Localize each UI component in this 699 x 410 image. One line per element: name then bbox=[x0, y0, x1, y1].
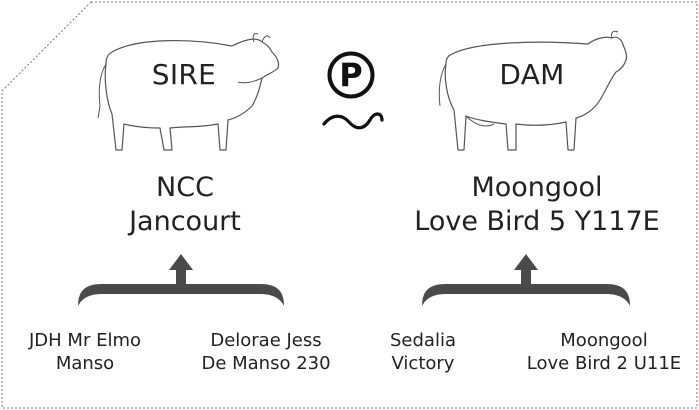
dam-parent-1-line2: Victory bbox=[391, 353, 455, 375]
dam-parent-1-line1: Sedalia bbox=[390, 330, 456, 351]
dam-name-line2: Love Bird 5 Y117E bbox=[414, 205, 660, 237]
sire-name-line1: NCC bbox=[156, 172, 214, 203]
dam-parent-1: Sedalia Victory bbox=[378, 329, 468, 375]
sire-bracket bbox=[78, 254, 284, 306]
sire-parent-1-line2: Manso bbox=[55, 353, 115, 375]
dam-parent-2-line2: Love Bird 2 U11E bbox=[526, 353, 682, 375]
dam-parent-2-line1: Moongool bbox=[560, 330, 648, 351]
sire-parent-2-line2: De Manso 230 bbox=[201, 353, 331, 375]
dam-bracket bbox=[422, 254, 630, 306]
brand-logo-letter: P bbox=[339, 56, 363, 94]
dam-name: Moongool Love Bird 5 Y117E bbox=[392, 171, 682, 239]
sire-name-line2: Jancourt bbox=[129, 205, 241, 237]
cow-outline-icon bbox=[438, 30, 628, 151]
sire-name: NCC Jancourt bbox=[60, 171, 310, 239]
sire-parent-1-line1: JDH Mr Elmo bbox=[29, 330, 141, 351]
bull-outline-icon bbox=[97, 33, 280, 151]
dam-label: DAM bbox=[499, 58, 565, 91]
sire-label: SIRE bbox=[151, 58, 217, 91]
sire-parent-1: JDH Mr Elmo Manso bbox=[16, 329, 154, 375]
polled-brand-icon bbox=[322, 51, 384, 130]
dam-name-line1: Moongool bbox=[471, 172, 603, 203]
sire-parent-2: Delorae Jess De Manso 230 bbox=[196, 329, 336, 375]
sire-parent-2-line1: Delorae Jess bbox=[210, 330, 322, 351]
dam-parent-2: Moongool Love Bird 2 U11E bbox=[516, 329, 692, 375]
